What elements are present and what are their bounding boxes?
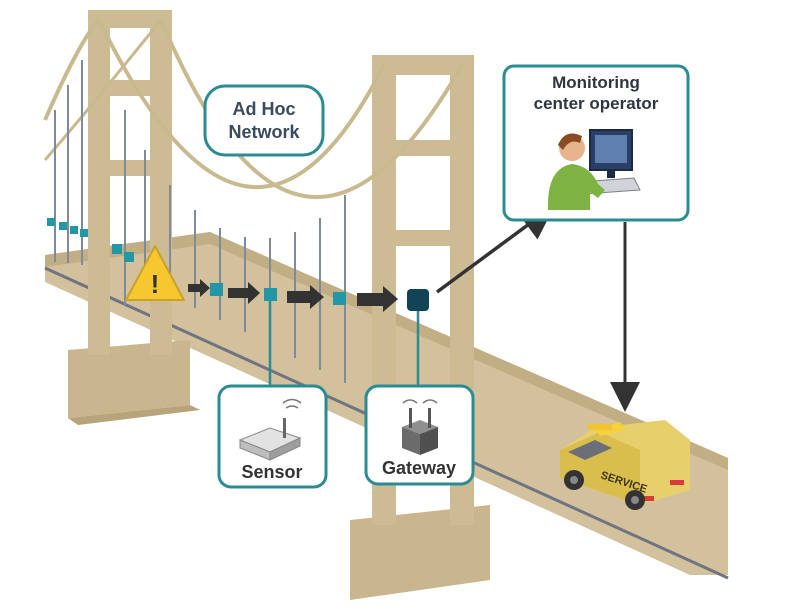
- sensor-callout: Sensor: [217, 384, 328, 489]
- operator-icon: [548, 129, 641, 210]
- left-tower: [68, 10, 200, 425]
- gateway-label: Gateway: [382, 458, 456, 478]
- gateway-node: [407, 289, 429, 311]
- adhoc-label-line2: Network: [228, 122, 300, 142]
- sensor-node: [333, 292, 346, 305]
- router-icon: [238, 398, 302, 461]
- warning-symbol: !: [151, 269, 160, 299]
- adhoc-label-line1: Ad Hoc: [233, 99, 296, 119]
- monitoring-center-callout: Monitoring center operator: [502, 64, 690, 222]
- sensor-node: [80, 229, 88, 237]
- suspension-cables: [43, 18, 464, 200]
- sensor-node: [264, 288, 277, 301]
- adhoc-network-callout: Ad Hoc Network: [203, 84, 325, 157]
- sensor-nodes: [47, 218, 346, 305]
- sensor-node: [124, 252, 134, 262]
- gateway-to-monitor-arrow: [435, 204, 556, 294]
- monitor-label-line2: center operator: [534, 94, 659, 113]
- sensor-label: Sensor: [241, 462, 302, 482]
- sensor-node: [47, 218, 55, 226]
- monitor-label-line1: Monitoring: [552, 73, 640, 92]
- sensor-node: [70, 226, 78, 234]
- gateway-icon: [402, 399, 438, 455]
- data-flow-arrows: [188, 279, 398, 312]
- sensor-node: [59, 222, 67, 230]
- sensor-node: [112, 244, 122, 254]
- gateway-callout: Gateway: [364, 384, 475, 486]
- service-van-icon: SERVICE: [560, 420, 690, 510]
- warning-icon: !: [125, 245, 185, 301]
- sensor-node: [210, 283, 223, 296]
